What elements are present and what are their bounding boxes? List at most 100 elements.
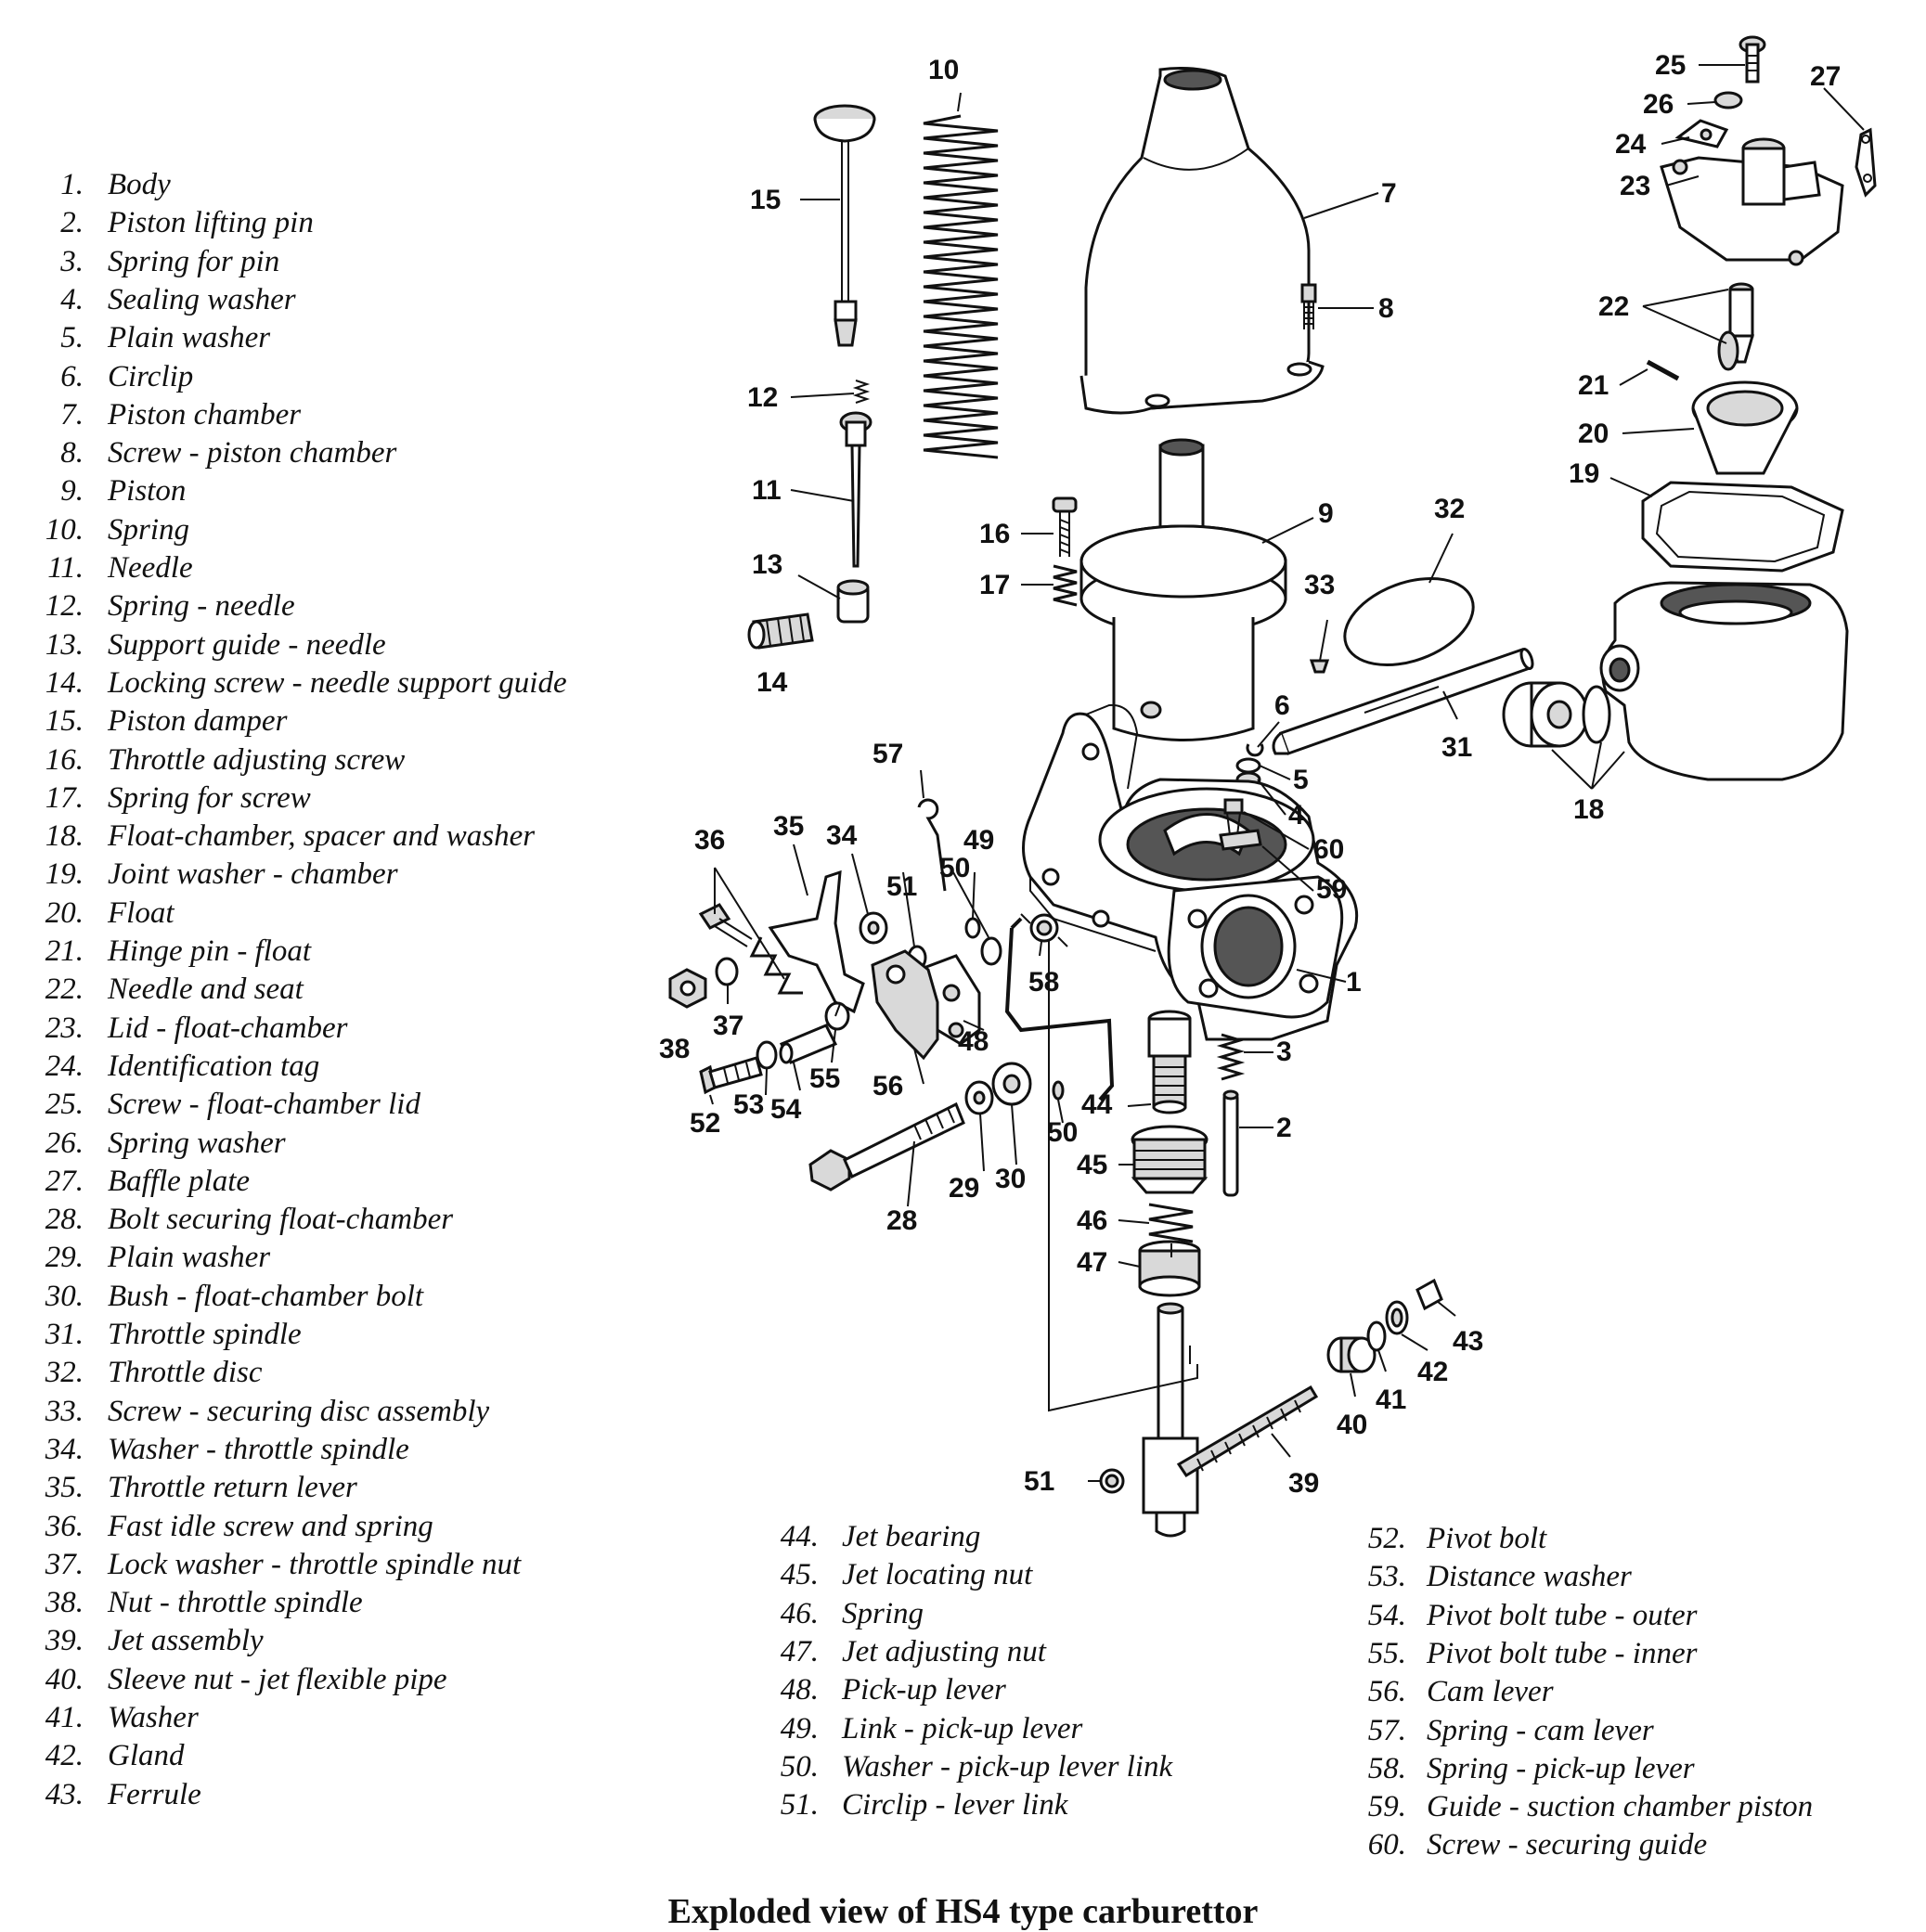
legend-item-text: Jet locating nut	[842, 1558, 1033, 1592]
callout-58: 58	[1028, 967, 1059, 998]
callout-15: 15	[750, 185, 781, 215]
legend-item-number: 28.	[45, 1203, 84, 1237]
callout-5: 5	[1293, 765, 1309, 795]
legend-item-text: Lock washer - throttle spindle nut	[108, 1547, 522, 1581]
part-pivot-bolt-tube-outer	[779, 1024, 838, 1064]
legend-item-text: Jet bearing	[842, 1520, 981, 1553]
part-jet-bearing	[1147, 1010, 1192, 1114]
part-guide-suction-chamber	[1219, 829, 1262, 851]
legend-item-number: 21.	[45, 934, 84, 968]
legend-item-number: 40.	[45, 1662, 84, 1696]
legend-item-number: 23.	[45, 1011, 84, 1045]
legend-item-number: 16.	[45, 742, 84, 777]
part-float-chamber-washer	[1582, 685, 1611, 744]
part-float-chamber	[1599, 581, 1849, 781]
legend-item-text: Spring - needle	[108, 589, 295, 624]
legend-item-number: 44.	[780, 1520, 819, 1553]
callout-51-upper: 51	[886, 871, 917, 902]
part-throttle-disc	[1343, 576, 1475, 667]
callout-4: 4	[1288, 800, 1304, 831]
callout-11: 11	[752, 475, 782, 506]
part-circlip-6	[1246, 743, 1264, 757]
legend-item-text: Guide - suction chamber piston	[1427, 1790, 1814, 1824]
callout-17: 17	[979, 570, 1010, 600]
callout-25: 25	[1655, 50, 1686, 81]
callout-18: 18	[1573, 794, 1604, 825]
part-fast-idle-screw	[698, 903, 803, 995]
callout-7: 7	[1381, 178, 1397, 209]
legend-item-text: Spring	[108, 512, 190, 547]
callout-50-upper: 50	[939, 853, 970, 883]
legend-item-number: 51.	[780, 1788, 819, 1823]
part-spring-for-screw	[1053, 564, 1078, 607]
legend-item-text: Spring - cam lever	[1427, 1713, 1654, 1747]
legend-item-text: Pivot bolt tube - outer	[1427, 1598, 1698, 1632]
legend-item-text: Fast idle screw and spring	[108, 1509, 433, 1543]
legend-item-number: 10.	[45, 512, 84, 547]
legend-item-number: 52.	[1367, 1522, 1406, 1555]
part-throttle-adjusting-screw	[1052, 496, 1078, 557]
part-hinge-pin-float	[1646, 359, 1680, 381]
legend-item-number: 20.	[45, 895, 84, 930]
callout-37: 37	[713, 1011, 743, 1041]
legend-item-number: 50.	[780, 1749, 819, 1784]
part-spring-needle	[852, 380, 871, 404]
callout-40: 40	[1337, 1410, 1367, 1440]
part-spring-cam-lever	[917, 798, 947, 892]
legend-item-number: 45.	[780, 1558, 819, 1592]
part-identification-tag	[1674, 119, 1729, 148]
legend-item-number: 38.	[45, 1586, 84, 1620]
legend-item-text: Throttle adjusting screw	[108, 742, 406, 777]
legend-item-text: Plain washer	[108, 321, 271, 355]
legend-item-text: Spring - pick-up lever	[1427, 1751, 1695, 1785]
legend-item-text: Joint washer - chamber	[108, 857, 398, 892]
legend-item-text: Screw - securing disc assembly	[108, 1394, 490, 1428]
callout-42: 42	[1417, 1357, 1448, 1387]
legend-item-number: 37.	[45, 1547, 84, 1581]
legend-item-number: 17.	[45, 780, 84, 815]
legend-item-number: 46.	[780, 1596, 819, 1630]
legend-item-text: Baffle plate	[108, 1164, 251, 1198]
legend-item-text: Bolt securing float-chamber	[108, 1203, 454, 1237]
part-lid-float-chamber	[1660, 137, 1844, 266]
legend-item-number: 2.	[60, 206, 84, 240]
callout-59: 59	[1316, 874, 1347, 905]
callout-28: 28	[886, 1205, 917, 1236]
callout-51-lower: 51	[1024, 1466, 1054, 1497]
callout-24: 24	[1615, 129, 1647, 160]
legend-item-number: 48.	[780, 1673, 819, 1707]
legend-item-text: Screw - securing guide	[1427, 1828, 1708, 1862]
legend-item-text: Lid - float-chamber	[108, 1011, 348, 1045]
callout-27: 27	[1810, 61, 1841, 92]
legend-item-text: Distance washer	[1427, 1560, 1632, 1594]
legend-item-number: 39.	[45, 1624, 84, 1658]
callout-57: 57	[873, 739, 903, 769]
part-jet-locating-nut	[1131, 1125, 1209, 1194]
callout-52: 52	[690, 1108, 720, 1139]
callout-38: 38	[659, 1034, 690, 1064]
part-washer-41	[1366, 1320, 1387, 1352]
legend-item-text: Washer - pick-up lever link	[842, 1749, 1173, 1784]
callout-16: 16	[979, 519, 1010, 549]
callout-43: 43	[1453, 1326, 1483, 1357]
callout-labels: 1 2 3 4 5 6 7 8 9 10 11 12 13 14 15 16 1…	[659, 50, 1841, 1499]
legend-item-number: 49.	[780, 1711, 819, 1745]
part-baffle-plate	[1855, 127, 1877, 198]
legend-item-number: 53.	[1367, 1560, 1406, 1594]
callout-36: 36	[694, 825, 725, 856]
legend-item-text: Throttle spindle	[108, 1318, 302, 1351]
legend-item-text: Link - pick-up lever	[842, 1711, 1083, 1745]
legend-item-number: 26.	[45, 1126, 84, 1160]
part-circlip-lower	[1099, 1468, 1125, 1494]
part-throttle-return-lever	[768, 869, 865, 1014]
legend-item-text: Needle	[108, 551, 193, 585]
callout-21: 21	[1578, 370, 1609, 401]
legend-item-number: 24.	[45, 1049, 84, 1083]
legend-item-number: 1.	[60, 168, 84, 201]
legend-item-text: Sealing washer	[108, 282, 296, 316]
diagram-caption: Exploded view of HS4 type carburettor	[667, 1892, 1259, 1931]
callout-10: 10	[928, 55, 959, 85]
part-joint-washer-chamber	[1641, 481, 1844, 573]
legend-item-text: Throttle return lever	[108, 1471, 357, 1505]
